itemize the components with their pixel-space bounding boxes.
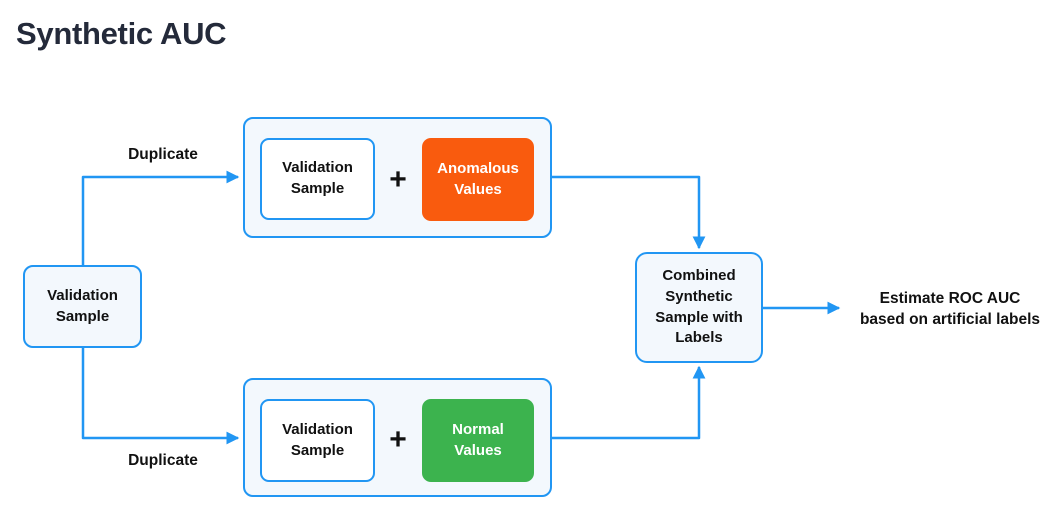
- group-normal-combination: Validation Sample + Normal Values: [243, 378, 552, 497]
- edge-label-duplicate-top: Duplicate: [128, 146, 198, 163]
- output-estimate-roc-auc: Estimate ROC AUC based on artificial lab…: [859, 290, 1041, 328]
- plus-icon: +: [389, 163, 407, 196]
- connector-duplicate-bottom: [81, 348, 240, 445]
- connector-bottom-to-combined: [552, 365, 706, 440]
- connector-duplicate-top: [81, 170, 240, 265]
- plus-icon: +: [389, 423, 407, 456]
- connector-top-to-combined: [552, 175, 706, 250]
- group-anomalous-combination: Validation Sample + Anomalous Values: [243, 117, 552, 238]
- node-combined-synthetic-sample: Combined Synthetic Sample with Labels: [635, 252, 763, 363]
- node-validation-sample-source: Validation Sample: [23, 265, 142, 348]
- node-normal-values: Normal Values: [422, 399, 534, 482]
- node-validation-sample-top: Validation Sample: [260, 138, 375, 220]
- page-title: Synthetic AUC: [16, 16, 227, 51]
- node-validation-sample-bottom: Validation Sample: [260, 399, 375, 482]
- node-anomalous-values: Anomalous Values: [422, 138, 534, 221]
- edge-label-duplicate-bottom: Duplicate: [128, 452, 198, 469]
